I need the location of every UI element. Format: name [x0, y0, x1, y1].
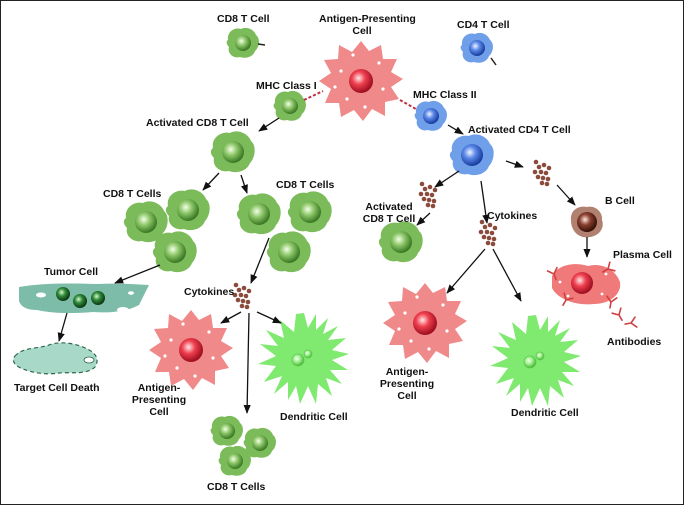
dendritic-right [489, 314, 582, 407]
flow-arrows [57, 117, 591, 414]
label-antibodies: Antibodies [607, 336, 662, 348]
label-plasma-cell: Plasma Cell [613, 249, 672, 261]
label-apc-top-line2: Cell [352, 25, 372, 37]
label-cd8-t-cell-top: CD8 T Cell [217, 13, 270, 25]
apc-top [319, 41, 403, 121]
label-activated-cd4: Activated CD4 T Cell [468, 124, 571, 136]
cytokines-top-right [532, 159, 552, 187]
mhc-class-2-cell [414, 100, 447, 131]
label-cd8-t-cells-bottom: CD8 T Cells [207, 481, 266, 493]
tumor-cell [19, 283, 149, 314]
label-apc-mid-line3: Cell [149, 406, 169, 418]
label-dendritic-right: Dendritic Cell [511, 407, 579, 419]
label-cytokines-mid: Cytokines [184, 286, 235, 298]
mhc-class-1-cell [273, 90, 306, 121]
target-cell-death [12, 342, 98, 375]
apc-mid [149, 310, 233, 390]
label-apc-mid-line2: Presenting [131, 394, 187, 406]
cd8-t-cell-top [226, 27, 266, 58]
label-activated-cd8: Activated CD8 T Cell [146, 117, 249, 129]
label-apc-mid-line1: Antigen- [137, 382, 181, 394]
label-apc-top: Antigen-Presenting Cell [319, 13, 416, 37]
label-mhc-class-2: MHC Class II [413, 89, 477, 101]
label-apc-right-line3: Cell [397, 390, 417, 402]
dendritic-mid [257, 312, 350, 405]
label-apc-top-line1: Antigen-Presenting [319, 13, 416, 25]
cytokines-mid [232, 282, 252, 310]
label-activated-cd8-right: Activated CD8 T Cell [359, 201, 419, 225]
label-target-cell-death: Target Cell Death [14, 382, 100, 394]
mhc-class-1-connector [303, 90, 324, 101]
cd8-cluster-bottom [210, 415, 276, 476]
label-tumor-cell: Tumor Cell [44, 266, 99, 278]
cytokines-right [478, 219, 498, 247]
label-activated-cd8-right-line1: Activated [365, 201, 413, 213]
cd8-cluster-left [123, 189, 210, 273]
label-apc-right-line2: Presenting [379, 378, 435, 390]
apc-right [383, 283, 467, 363]
label-cytokines-right: Cytokines [487, 210, 538, 222]
b-cell [570, 206, 603, 238]
label-dendritic-mid: Dendritic Cell [280, 411, 348, 423]
label-cd4-t-cell-top: CD4 T Cell [457, 19, 510, 31]
label-apc-mid: Antigen- Presenting Cell [129, 382, 189, 418]
activated-cd4-cell [449, 134, 494, 176]
cd8-cluster-mid [236, 191, 332, 273]
label-apc-right: Antigen- Presenting Cell [377, 366, 437, 402]
cd4-t-cell-top [460, 32, 497, 66]
plasma-cell [552, 264, 621, 305]
label-cd8-t-cells-left: CD8 T Cells [103, 188, 162, 200]
label-b-cell: B Cell [605, 195, 635, 207]
label-mhc-class-1: MHC Class I [256, 80, 317, 92]
label-activated-cd8-right-line2: CD8 T Cell [362, 213, 416, 225]
activated-cd8-right-cell [378, 221, 423, 263]
mhc-class-2-connector [399, 99, 417, 110]
label-cd8-t-cells-mid: CD8 T Cells [276, 179, 335, 191]
activated-cd8-cell [210, 131, 255, 173]
label-apc-right-line1: Antigen- [385, 366, 429, 378]
cytokines-left-right [418, 181, 438, 209]
